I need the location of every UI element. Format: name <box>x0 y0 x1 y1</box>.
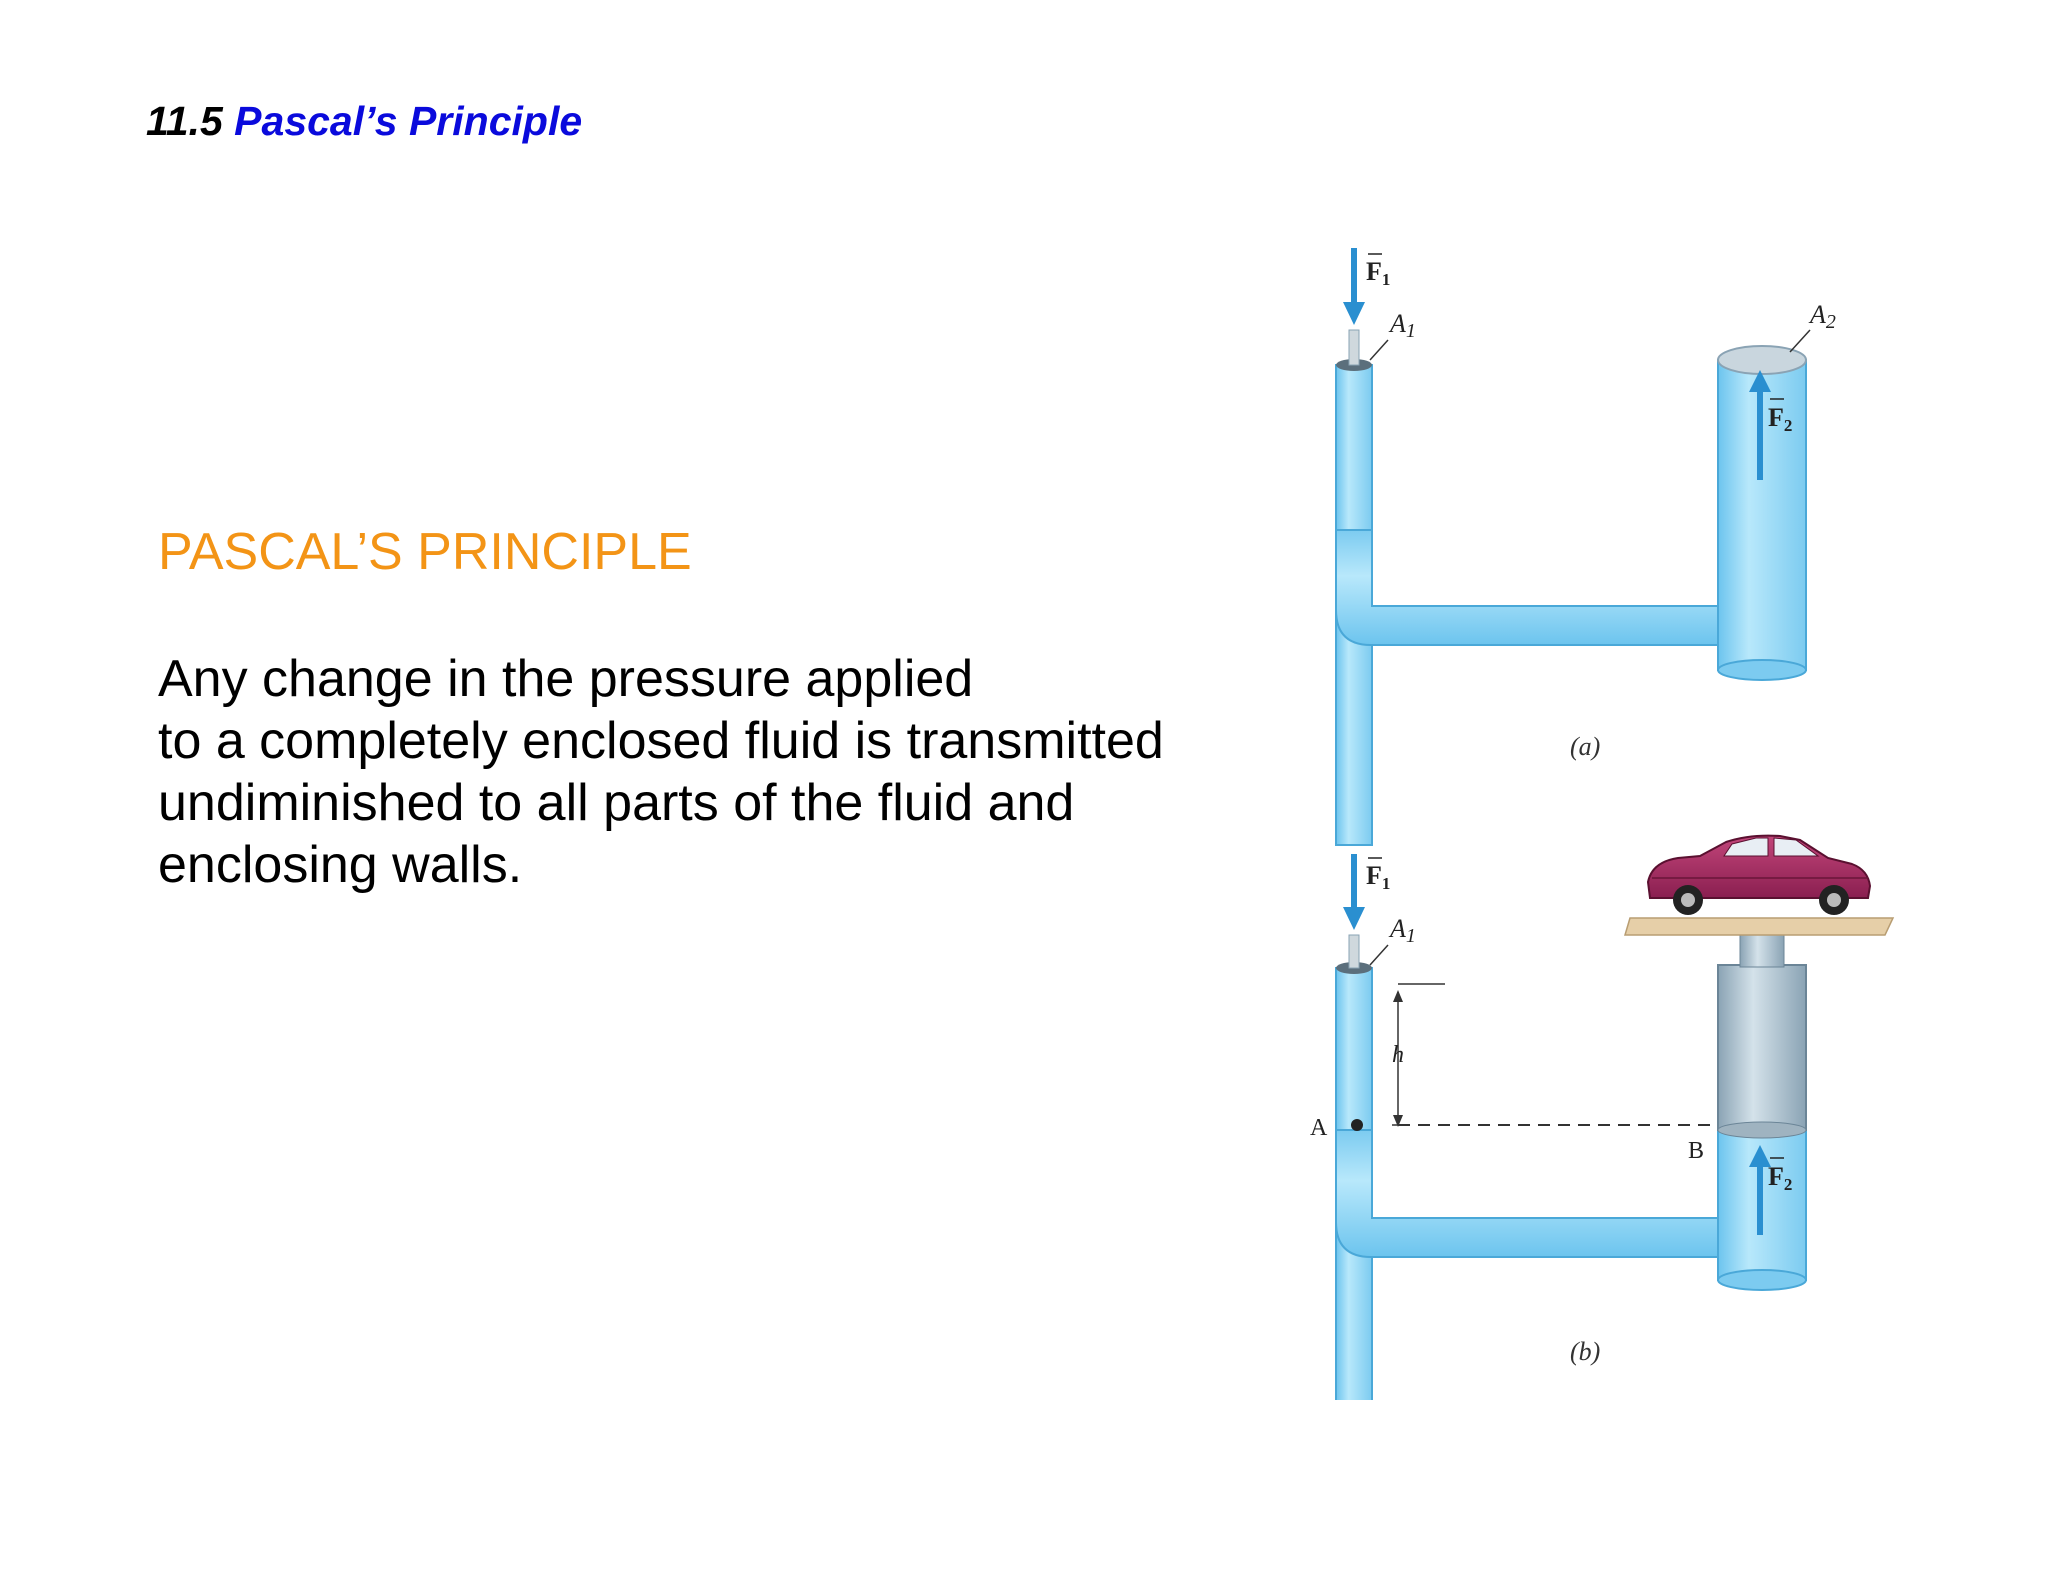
point-b-label: B <box>1688 1138 1704 1164</box>
height-marker <box>1392 983 1445 1127</box>
section-title: Pascal’s Principle <box>234 98 583 144</box>
force2-arrow-a <box>1749 370 1771 480</box>
hydraulic-diagram: F1 A1 A2 F2 (a) <box>1310 248 1895 1400</box>
caption-a: (a) <box>1570 732 1600 761</box>
principle-line: undiminished to all parts of the fluid a… <box>158 774 1075 832</box>
hydraulic-figure: F1 A1 A2 F2 (a) <box>1280 230 1920 1400</box>
principle-title: PASCAL’S PRINCIPLE <box>158 523 692 581</box>
height-label: h <box>1392 1042 1404 1068</box>
principle-line: Any change in the pressure applied <box>158 650 974 708</box>
connecting-tube-a <box>1335 529 1721 646</box>
section-number: 11.5 <box>146 98 223 144</box>
force1-arrow-b <box>1343 854 1365 930</box>
point-a-marker <box>1351 1119 1363 1131</box>
area2-label-a: A2 <box>1808 300 1836 333</box>
car-image <box>1646 834 1872 915</box>
principle-statement: Any change in the pressure applied to a … <box>158 648 1238 896</box>
area1-label-a: A1 <box>1388 309 1416 342</box>
car-platform <box>1623 917 1895 936</box>
force1-arrow-a <box>1343 248 1365 325</box>
principle-line: to a completely enclosed fluid is transm… <box>158 712 1164 770</box>
connecting-tube-b <box>1335 1129 1721 1258</box>
figure-b: F1 A1 h A B F2 (b) <box>1310 834 1895 1400</box>
point-a-label: A <box>1310 1115 1328 1141</box>
caption-b: (b) <box>1570 1337 1600 1366</box>
figure-a: F1 A1 A2 F2 (a) <box>1335 248 1836 846</box>
force1-label-b: F1 <box>1366 861 1390 893</box>
force2-arrow-b <box>1749 1145 1771 1235</box>
section-heading: 11.5 Pascal’s Principle <box>146 98 582 145</box>
principle-line: enclosing walls. <box>158 836 523 894</box>
force2-label-a: F2 <box>1768 403 1792 435</box>
force1-label-a: F1 <box>1366 257 1390 289</box>
area1-label-b: A1 <box>1388 914 1416 947</box>
large-piston-b <box>1717 934 1807 1139</box>
force2-label-b: F2 <box>1768 1162 1792 1194</box>
